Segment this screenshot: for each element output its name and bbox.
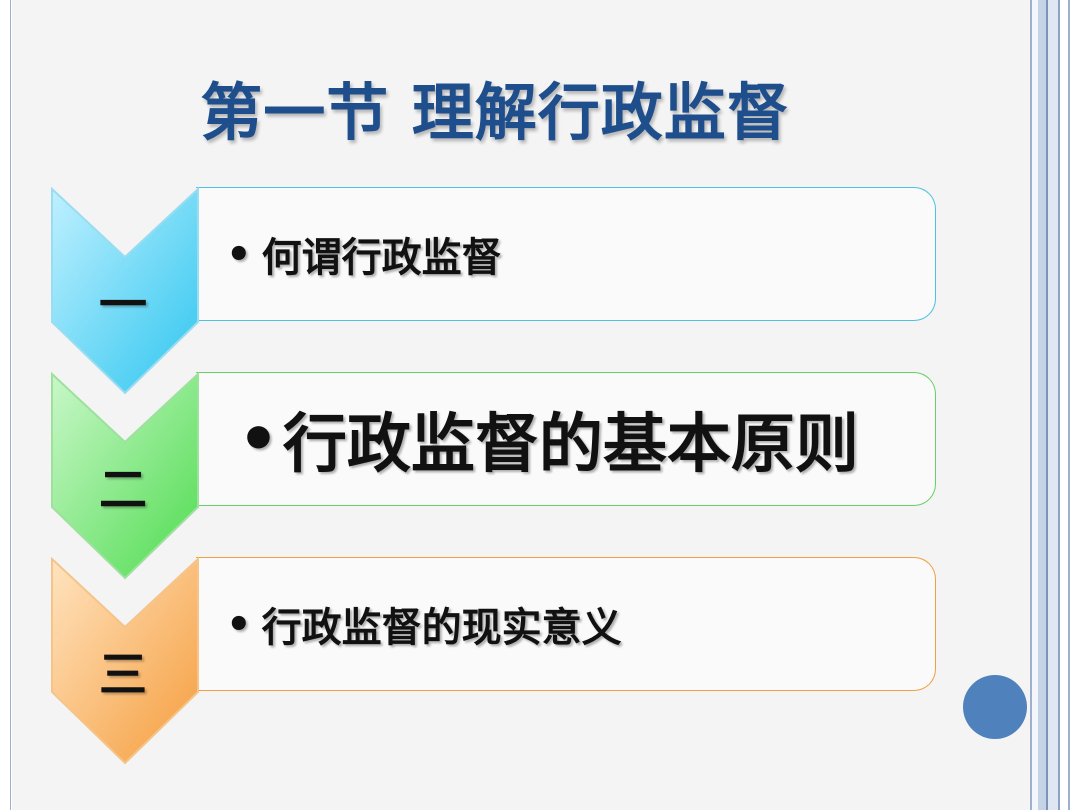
item-1-text-wrap: • 何谓行政监督 <box>226 188 502 320</box>
list-item-2: • 行政监督的基本原则 二 <box>0 372 1000 582</box>
list-item-1: • 何谓行政监督 一 <box>0 187 1000 397</box>
chevron-2-icon <box>51 372 199 580</box>
bullet-icon: • <box>238 401 279 477</box>
chevron-1-icon <box>51 187 199 395</box>
item-2-text: 行政监督的基本原则 <box>282 407 859 482</box>
item-2-box: • 行政监督的基本原则 <box>196 372 936 506</box>
decor-circle <box>963 675 1027 739</box>
slide-frame-left <box>10 0 11 810</box>
slide-title: 第一节 理解行政监督 <box>200 76 790 149</box>
bullet-icon: • <box>226 230 252 278</box>
item-3-number: 三 <box>98 647 147 703</box>
item-2-text-wrap: • 行政监督的基本原则 <box>238 373 859 505</box>
item-1-number: 一 <box>98 277 147 333</box>
item-1-box: • 何谓行政监督 <box>196 187 936 321</box>
item-3-text: 行政监督的现实意义 <box>261 604 622 651</box>
item-3-text-wrap: • 行政监督的现实意义 <box>226 558 622 690</box>
bullet-icon: • <box>226 600 252 648</box>
list-item-3: • 行政监督的现实意义 三 <box>0 557 1000 767</box>
item-3-box: • 行政监督的现实意义 <box>196 557 936 691</box>
item-2-number: 二 <box>98 462 147 518</box>
item-1-text: 何谓行政监督 <box>261 234 502 281</box>
chevron-3-icon <box>51 557 199 765</box>
